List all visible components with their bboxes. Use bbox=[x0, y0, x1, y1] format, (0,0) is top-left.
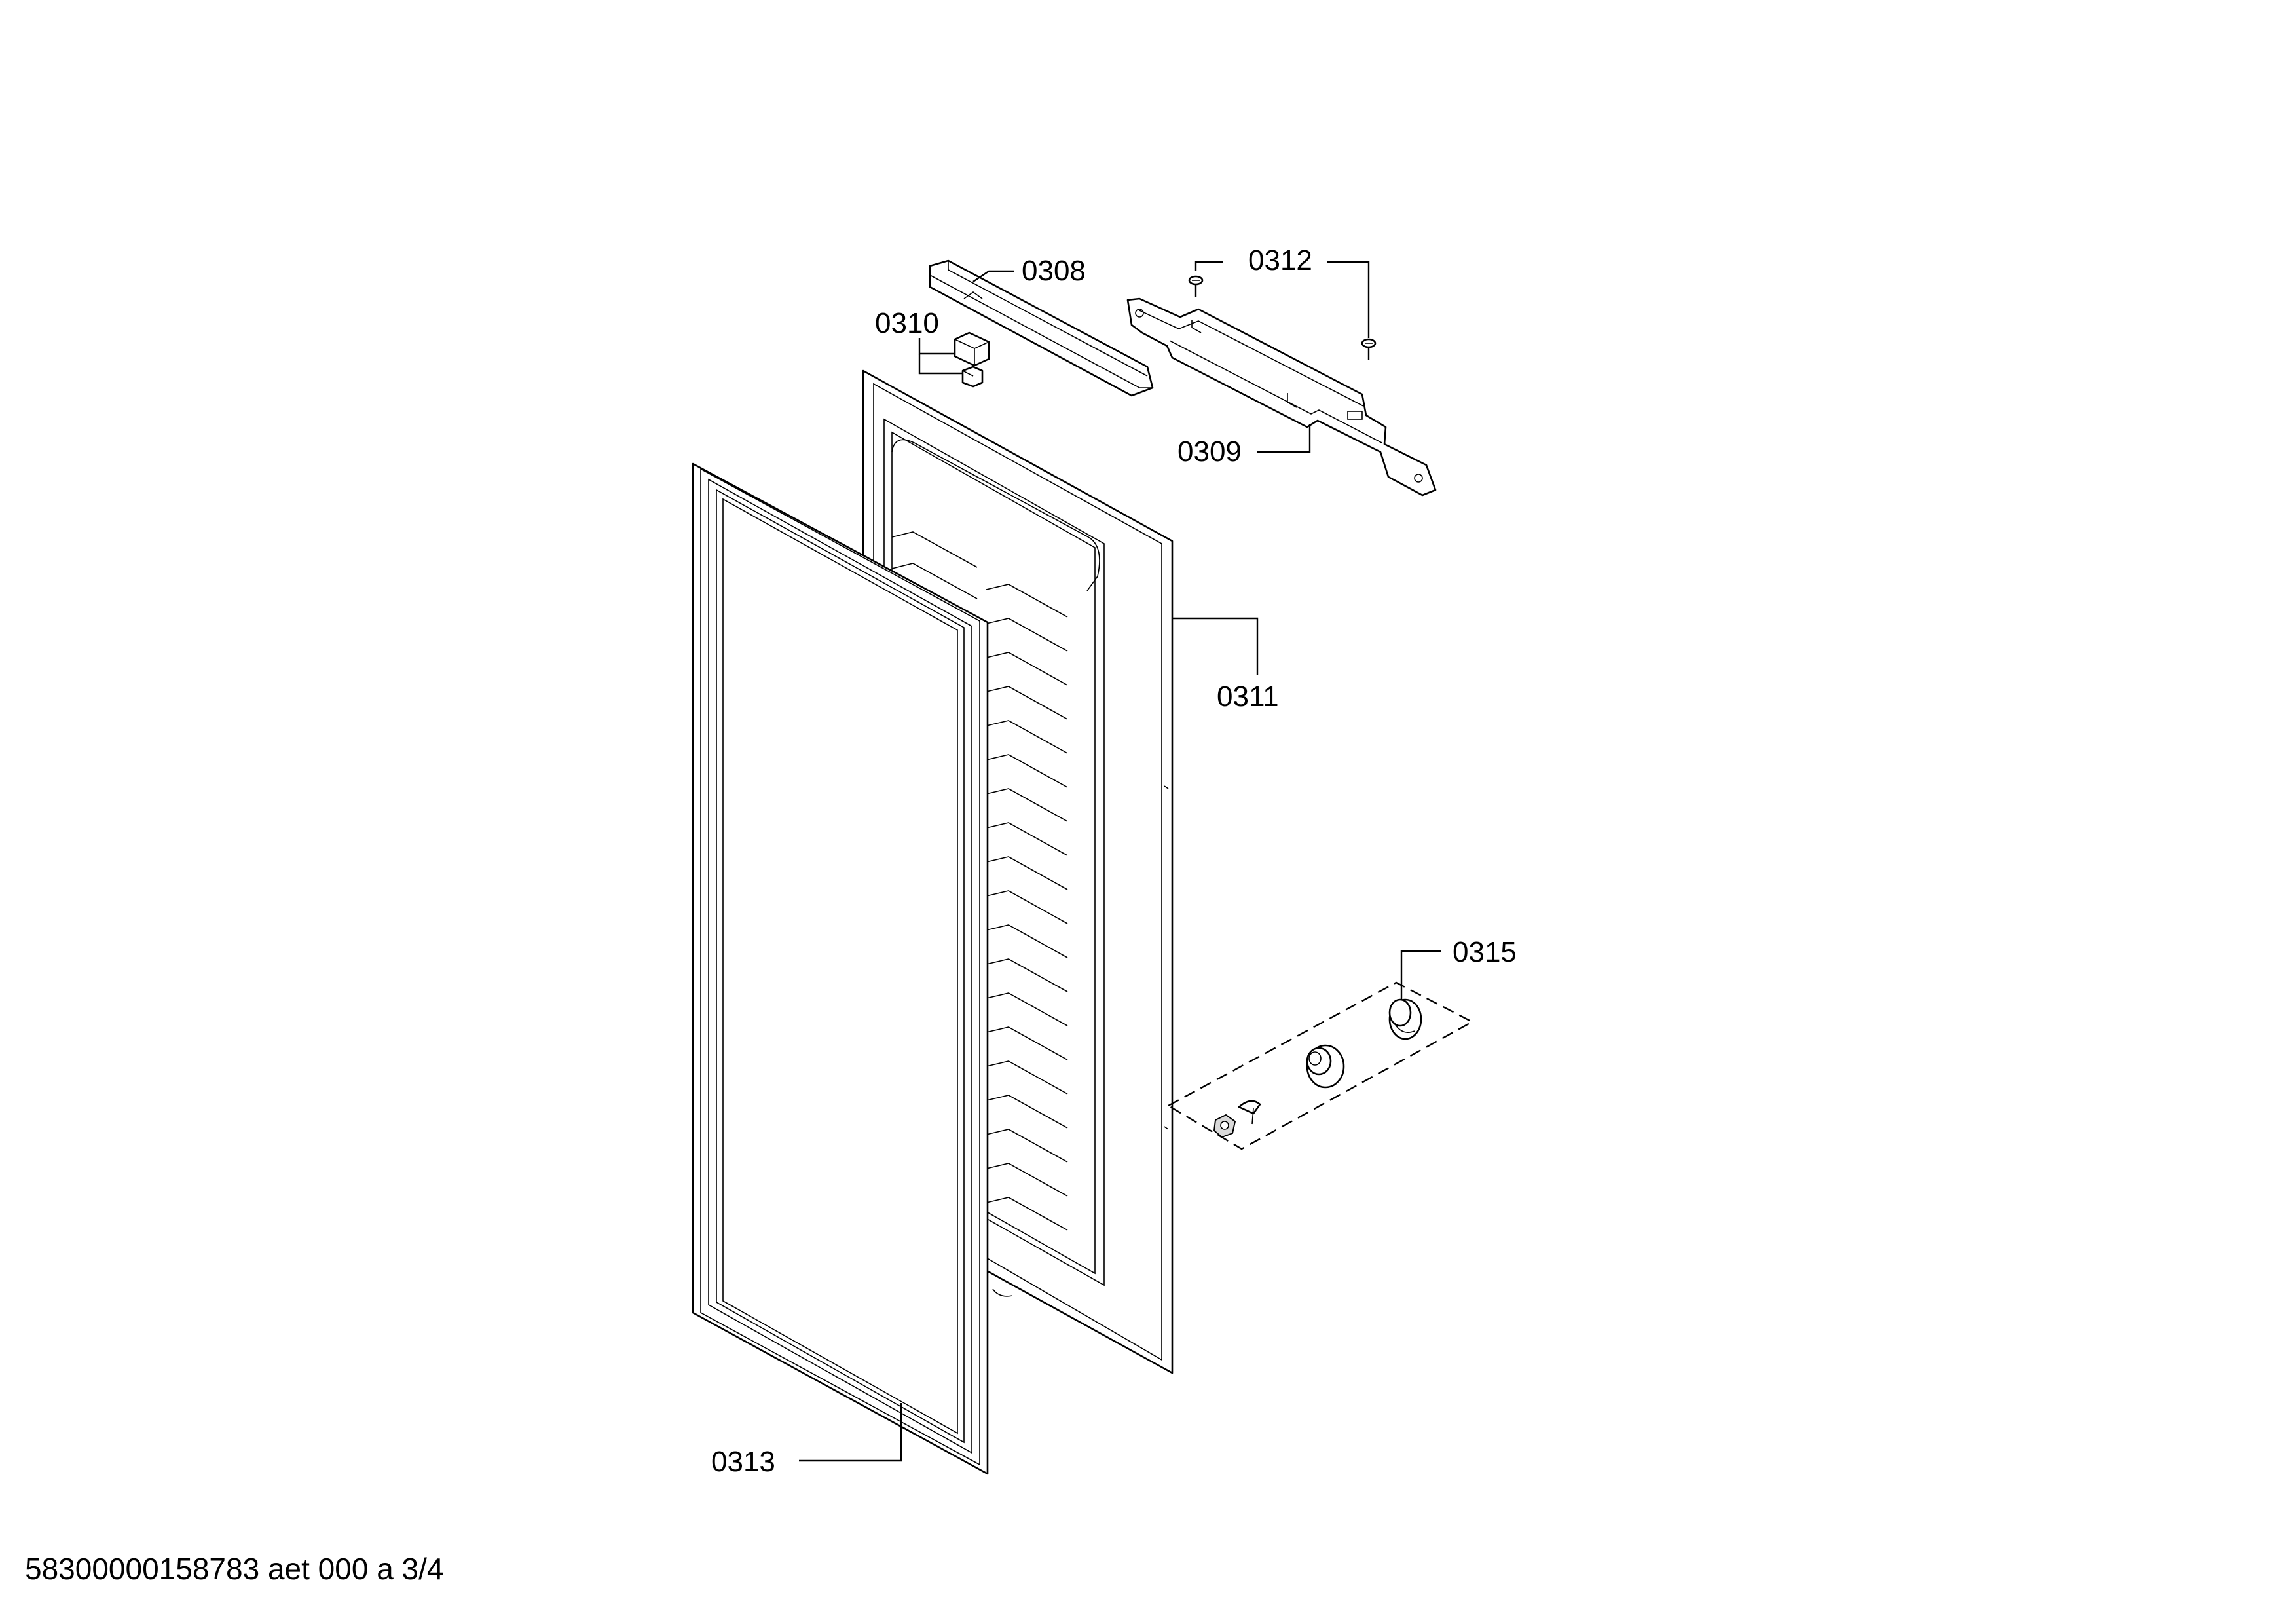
screws-0312 bbox=[1188, 275, 1377, 360]
label-0308: 0308 bbox=[1022, 255, 1086, 287]
label-0310: 0310 bbox=[875, 307, 939, 339]
trim-bar-0308 bbox=[929, 259, 1154, 397]
label-0313: 0313 bbox=[711, 1446, 775, 1478]
leader-lines bbox=[799, 261, 1441, 1462]
label-0315: 0315 bbox=[1453, 936, 1517, 968]
door-gasket-0313 bbox=[692, 462, 989, 1475]
part-labels: 0308 0310 0312 0309 0311 0315 0313 bbox=[711, 244, 1517, 1478]
label-0309: 0309 bbox=[1177, 436, 1242, 468]
label-0312: 0312 bbox=[1248, 244, 1312, 276]
parts-kit-0315 bbox=[1166, 981, 1474, 1150]
block-0310 bbox=[954, 331, 990, 388]
drawing-code: 58300000158783 aet 000 a 3/4 bbox=[25, 1552, 444, 1586]
label-0311: 0311 bbox=[1217, 681, 1279, 713]
hinge-bracket-0309 bbox=[1126, 297, 1437, 497]
